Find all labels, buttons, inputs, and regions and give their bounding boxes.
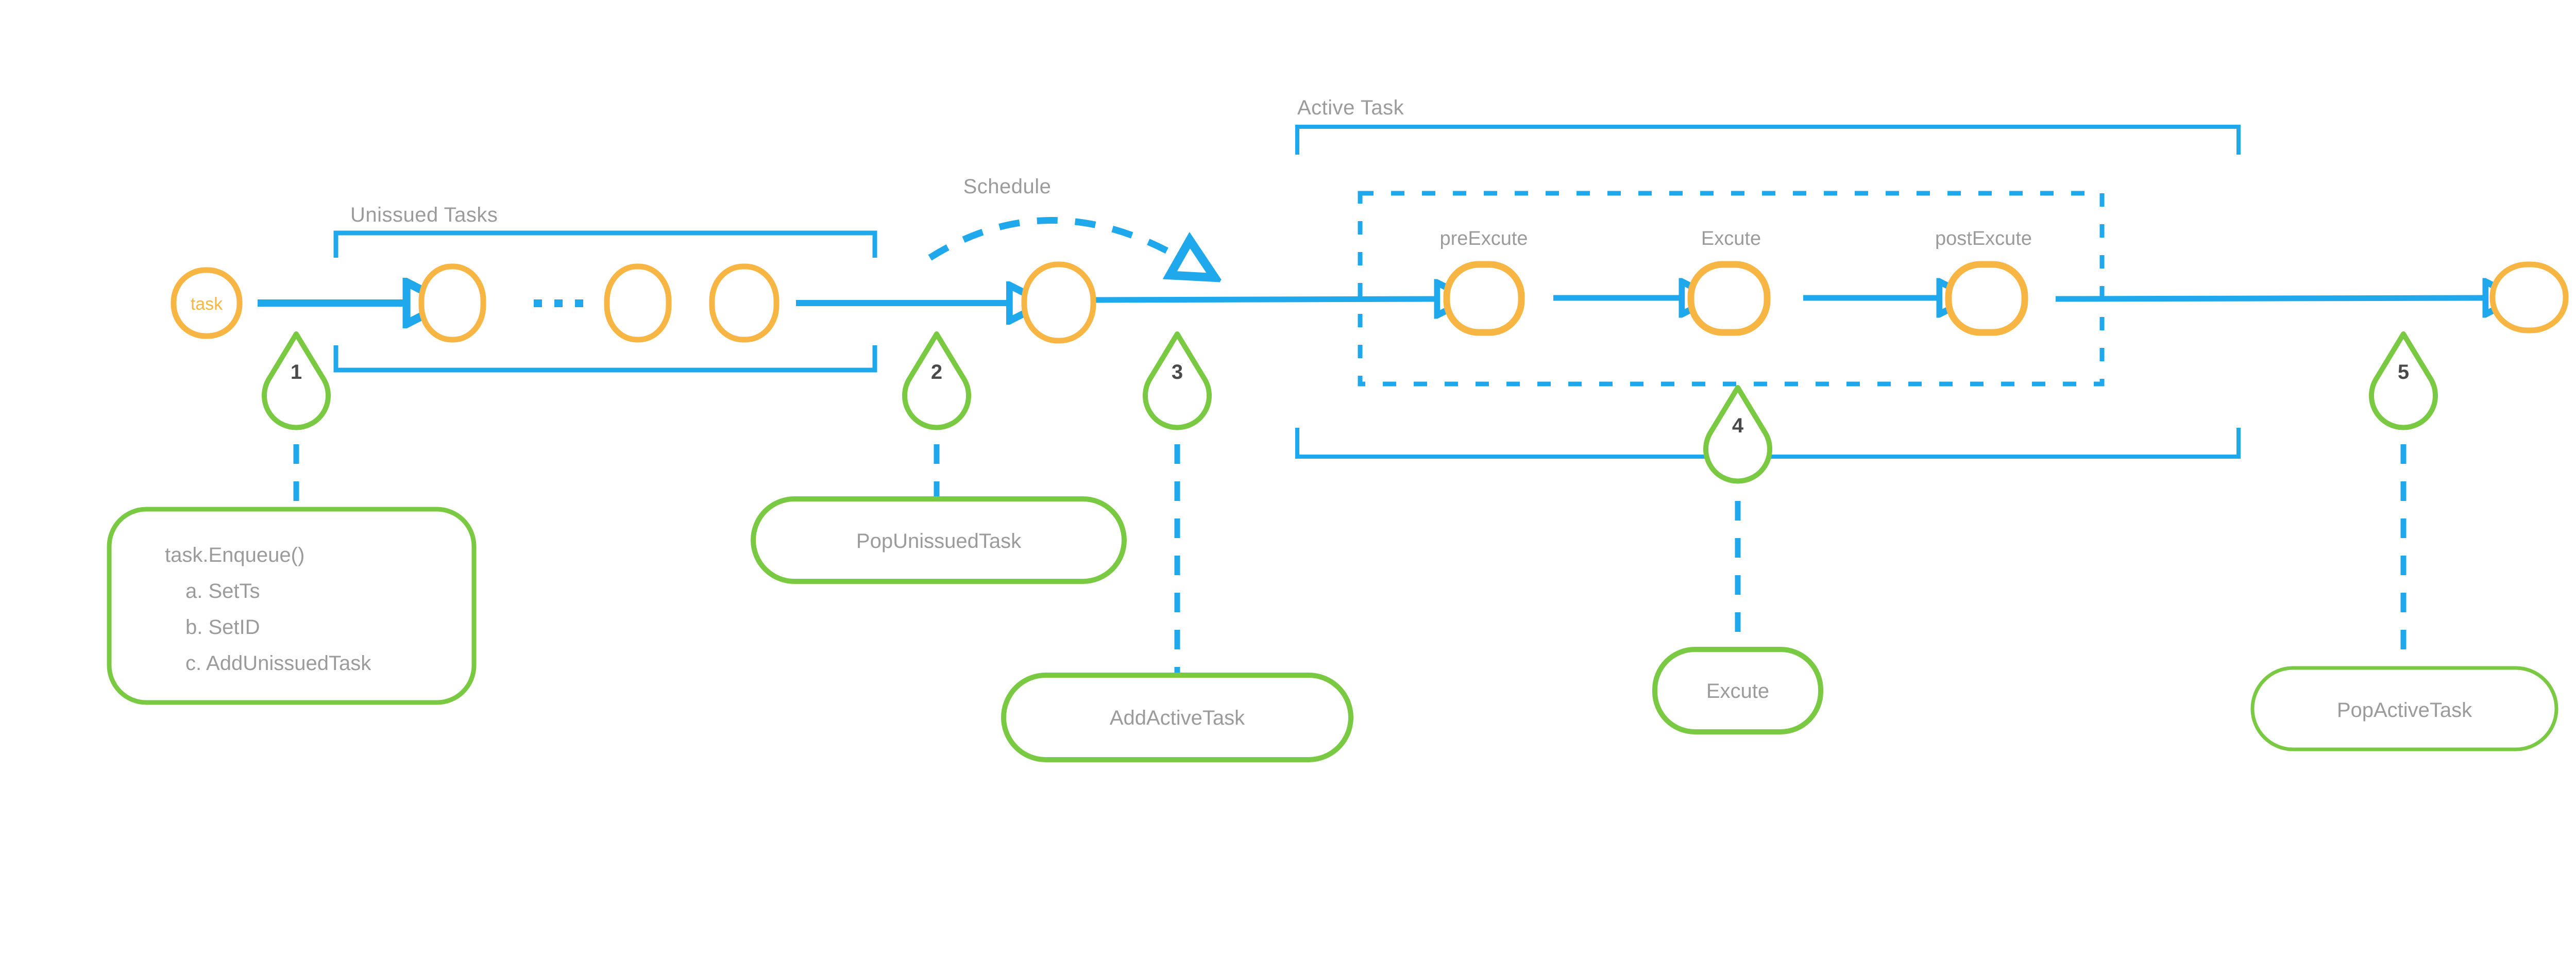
stage-labels: preExcute Excute postExcute bbox=[1439, 228, 2032, 249]
callout-pop-active-box bbox=[2250, 666, 2558, 751]
arrow-postexcute-to-done bbox=[2055, 298, 2486, 299]
node-unissued-mid-shape bbox=[604, 263, 672, 343]
node-done[interactable] bbox=[2489, 261, 2569, 333]
marker-2-group: 2 PopUnissuedTask bbox=[751, 331, 1127, 584]
node-task[interactable]: task bbox=[171, 267, 243, 339]
marker-3-number: 3 bbox=[1172, 361, 1183, 383]
marker-2-number: 2 bbox=[931, 361, 942, 383]
callout-enqueue-title: task.Enqueue() bbox=[165, 544, 304, 566]
callout-pop-unissued-label: PopUnissuedTask bbox=[856, 530, 1022, 553]
node-unissued-first-shape bbox=[418, 263, 486, 343]
task-nodes: task bbox=[171, 261, 2569, 344]
callout-enqueue-item-c: c. AddUnissuedTask bbox=[185, 652, 371, 675]
stage-label-post-excute: postExcute bbox=[1935, 228, 2032, 249]
callout-pop-unissued[interactable]: PopUnissuedTask bbox=[751, 496, 1127, 584]
callout-pop-unissued-box bbox=[751, 496, 1127, 584]
callout-excute[interactable]: Excute bbox=[1652, 647, 1823, 734]
marker-5-number: 5 bbox=[2398, 361, 2409, 383]
marker-4-number: 4 bbox=[1732, 414, 1744, 437]
node-pre-excute-shape bbox=[1443, 261, 1525, 336]
marker-3-pin[interactable] bbox=[1143, 331, 1212, 430]
node-post-excute[interactable] bbox=[1945, 261, 2028, 336]
node-unissued-last[interactable] bbox=[709, 263, 779, 343]
marker-1-group: 1 task.Enqueue() a. SetTs b. SetID c. Ad… bbox=[107, 331, 477, 705]
callout-excute-label: Excute bbox=[1706, 680, 1769, 702]
active-bracket-top bbox=[1295, 125, 2241, 155]
active-task-group: Active Task bbox=[1295, 96, 2241, 459]
callout-add-active-label: AddActiveTask bbox=[1110, 707, 1245, 729]
marker-2-pin[interactable] bbox=[902, 331, 971, 430]
schedule-label: Schedule bbox=[963, 175, 1052, 198]
callout-pop-active-label: PopActiveTask bbox=[2337, 699, 2472, 722]
node-unissued-first[interactable] bbox=[418, 263, 486, 343]
callout-enqueue-box bbox=[107, 507, 477, 705]
unissued-tasks-label: Unissued Tasks bbox=[350, 204, 498, 226]
unissued-bracket-bottom bbox=[333, 345, 877, 373]
excute-phase-dashed-box bbox=[1358, 191, 2105, 387]
node-done-shape bbox=[2489, 261, 2569, 333]
callout-enqueue-item-a: a. SetTs bbox=[185, 580, 260, 602]
callout-enqueue[interactable]: task.Enqueue() a. SetTs b. SetID c. AddU… bbox=[107, 507, 477, 705]
node-task-shape bbox=[171, 267, 243, 339]
unissued-ellipsis-icon bbox=[534, 299, 583, 307]
marker-3-group: 3 AddActiveTask bbox=[1001, 331, 1353, 762]
marker-4-group: 4 Excute bbox=[1652, 385, 1823, 734]
node-pre-excute[interactable] bbox=[1443, 261, 1525, 336]
marker-1-pin[interactable] bbox=[262, 331, 331, 430]
flow-arrows bbox=[258, 298, 2486, 307]
arrow-scheduled-to-preexcute bbox=[1094, 299, 1437, 300]
node-unissued-last-shape bbox=[709, 263, 779, 343]
stage-label-pre-excute: preExcute bbox=[1439, 228, 1528, 249]
unissued-bracket-top bbox=[333, 230, 877, 258]
node-excute-shape bbox=[1687, 261, 1771, 336]
marker-1-number: 1 bbox=[291, 361, 302, 383]
node-unissued-mid[interactable] bbox=[604, 263, 672, 343]
node-task-label: task bbox=[191, 294, 223, 314]
node-excute[interactable] bbox=[1687, 261, 1771, 336]
callout-add-active[interactable]: AddActiveTask bbox=[1001, 673, 1353, 762]
callout-excute-box bbox=[1652, 647, 1823, 734]
schedule-dashed-arrow bbox=[928, 217, 1180, 258]
node-scheduled-shape bbox=[1021, 261, 1096, 344]
callout-enqueue-item-b: b. SetID bbox=[185, 616, 260, 639]
node-scheduled[interactable] bbox=[1021, 261, 1096, 344]
marker-4-pin[interactable] bbox=[1703, 385, 1772, 484]
node-post-excute-shape bbox=[1945, 261, 2028, 336]
callout-pop-active[interactable]: PopActiveTask bbox=[2250, 666, 2558, 751]
marker-5-group: 5 PopActiveTask bbox=[2250, 331, 2558, 751]
stage-label-excute: Excute bbox=[1701, 228, 1761, 249]
unissued-tasks-group: Unissued Tasks bbox=[333, 204, 877, 373]
marker-5-pin[interactable] bbox=[2369, 331, 2438, 430]
callout-add-active-box bbox=[1001, 673, 1353, 762]
schedule-transition: Schedule bbox=[928, 175, 1180, 258]
active-task-label: Active Task bbox=[1297, 96, 1404, 119]
